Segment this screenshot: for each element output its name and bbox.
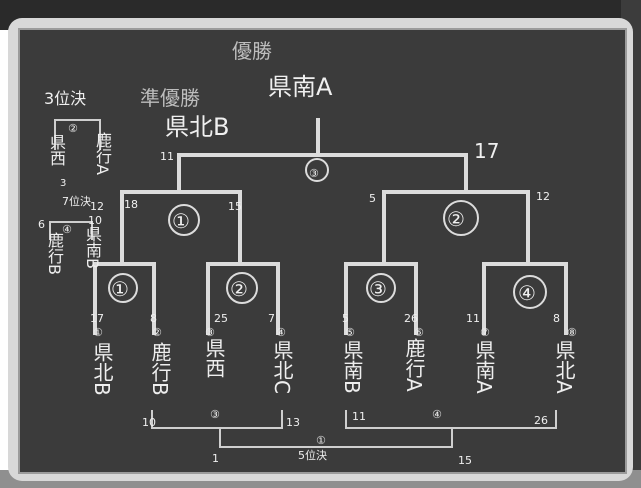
consolation-score: 10 bbox=[142, 416, 156, 429]
team-name: 県北B bbox=[88, 342, 117, 396]
consolation-score: 11 bbox=[352, 410, 366, 423]
team-seed: ⑧ bbox=[567, 326, 577, 339]
qf4-no: ④ bbox=[518, 281, 536, 305]
consolation-game-no: ③ bbox=[210, 408, 220, 421]
team-name: 県南B bbox=[338, 340, 367, 394]
third-left-team: 県西 bbox=[44, 134, 68, 166]
seventh-place-heading: 7位決 bbox=[62, 194, 91, 208]
team-name: 県西 bbox=[200, 338, 229, 378]
fifth-game-no: ① bbox=[316, 434, 326, 447]
fifth-score-left: 1 bbox=[212, 452, 219, 465]
qf-score: 8 bbox=[150, 312, 157, 325]
third-score-right: 12 bbox=[90, 200, 104, 213]
consolation-game-no: ④ bbox=[432, 408, 442, 421]
final-score-right: 17 bbox=[474, 139, 499, 163]
runner-up-heading: 準優勝 bbox=[140, 86, 200, 110]
seventh-score-left: 6 bbox=[38, 218, 45, 231]
team-name: 県南A bbox=[470, 340, 499, 394]
qf-score: 8 bbox=[553, 312, 560, 325]
semi-score-4: 12 bbox=[536, 190, 550, 203]
consolation-score: 26 bbox=[534, 414, 548, 427]
fifth-score-right: 15 bbox=[458, 454, 472, 467]
semi-left-no: ① bbox=[172, 209, 190, 233]
qf3-no: ③ bbox=[369, 277, 387, 301]
seventh-left-team: 鹿行B bbox=[42, 232, 66, 275]
consolation-score: 13 bbox=[286, 416, 300, 429]
third-right-team: 鹿行A bbox=[90, 132, 114, 175]
winner-heading: 優勝 bbox=[232, 39, 272, 63]
semi-score-3: 5 bbox=[369, 192, 376, 205]
final-game-no: ③ bbox=[309, 167, 319, 180]
qf1-no: ① bbox=[111, 277, 129, 301]
third-game-no: ② bbox=[68, 122, 78, 135]
fifth-place-heading: 5位決 bbox=[298, 448, 327, 462]
winner-name: 県南A bbox=[268, 73, 333, 101]
qf-score: 25 bbox=[214, 312, 228, 325]
team-seed: ⑦ bbox=[480, 326, 490, 339]
team-seed: ④ bbox=[276, 326, 286, 339]
qf-score: 26 bbox=[404, 312, 418, 325]
qf-score: 7 bbox=[268, 312, 275, 325]
fifth-place-line bbox=[220, 428, 452, 447]
semi-score-1: 18 bbox=[124, 198, 138, 211]
consolation-right-line bbox=[346, 410, 556, 428]
team-columns: 17 8 25 7 5 26 11 8 ① ② ③ ④ ⑤ ⑥ ⑦ ⑧ bbox=[90, 312, 577, 339]
seventh-right-team: 県南B bbox=[80, 226, 104, 269]
team-name: 鹿行B bbox=[146, 342, 175, 396]
runner-up-name: 県北B bbox=[165, 113, 229, 141]
qf-score: 11 bbox=[466, 312, 480, 325]
third-place-heading: 3位決 bbox=[44, 89, 86, 108]
team-seed: ⑤ bbox=[345, 326, 355, 339]
team-name: 鹿行A bbox=[400, 338, 429, 392]
team-name: 県北C bbox=[268, 340, 297, 394]
final-score-left: 11 bbox=[160, 150, 174, 163]
third-score-left: 3 bbox=[60, 178, 66, 189]
semi-right-no: ② bbox=[447, 207, 465, 231]
qf-score: 17 bbox=[90, 312, 104, 325]
team-seed: ① bbox=[93, 326, 103, 339]
team-seed: ② bbox=[152, 326, 162, 339]
team-name: 県北A bbox=[550, 340, 579, 394]
qf2-no: ② bbox=[230, 277, 248, 301]
semi-score-2: 15 bbox=[228, 200, 242, 213]
qf-score: 5 bbox=[342, 312, 349, 325]
